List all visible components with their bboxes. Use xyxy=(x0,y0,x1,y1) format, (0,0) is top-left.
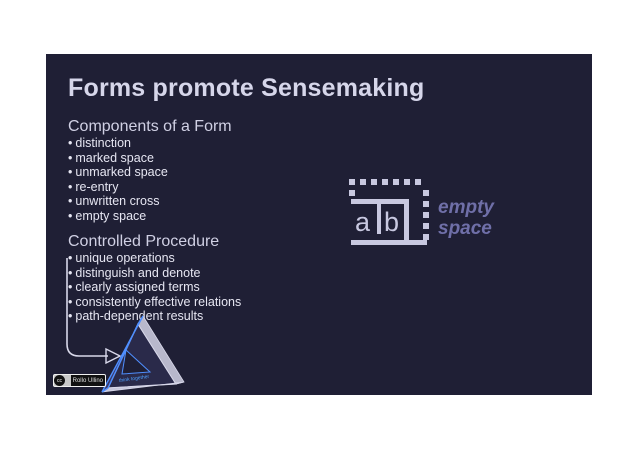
list-item: re-entry xyxy=(68,180,168,195)
list-item: unique operations xyxy=(68,251,241,266)
list-item: unwritten cross xyxy=(68,194,168,209)
list-item: empty space xyxy=(68,209,168,224)
empty-space-label-1: empty xyxy=(438,197,494,218)
slide-graphics: a b xyxy=(66,179,429,393)
triangle-logo-icon xyxy=(101,315,185,393)
list-item: unmarked space xyxy=(68,165,167,180)
creative-commons-icon: cc xyxy=(54,375,65,386)
components-heading: Components of a Form xyxy=(68,118,232,135)
form-notation-graphic: a b xyxy=(349,179,429,245)
list-item: path-dependent results xyxy=(68,309,241,324)
flow-arrow-icon xyxy=(66,258,122,365)
list-item: distinction xyxy=(68,136,168,151)
list-item: clearly assigned terms xyxy=(68,280,241,295)
slide-title: Forms promote Sensemaking xyxy=(68,74,425,102)
procedure-list: unique operations distinguish and denote… xyxy=(68,251,241,324)
components-list: distinction marked space unmarked space … xyxy=(68,136,168,224)
slide: Forms promote Sensemaking Components of … xyxy=(46,54,592,395)
cc-license-badge[interactable]: cc Rollo Ullino xyxy=(53,374,106,387)
form-letter-b: b xyxy=(384,207,399,237)
cc-badge-label: Rollo Ullino xyxy=(70,375,105,386)
list-item: consistently effective relations xyxy=(68,295,241,310)
list-item: distinguish and denote xyxy=(68,266,241,281)
empty-space-label-2: space xyxy=(438,218,492,239)
form-letter-a: a xyxy=(355,207,371,237)
procedure-heading: Controlled Procedure xyxy=(68,233,220,250)
list-item: marked space xyxy=(68,151,168,166)
